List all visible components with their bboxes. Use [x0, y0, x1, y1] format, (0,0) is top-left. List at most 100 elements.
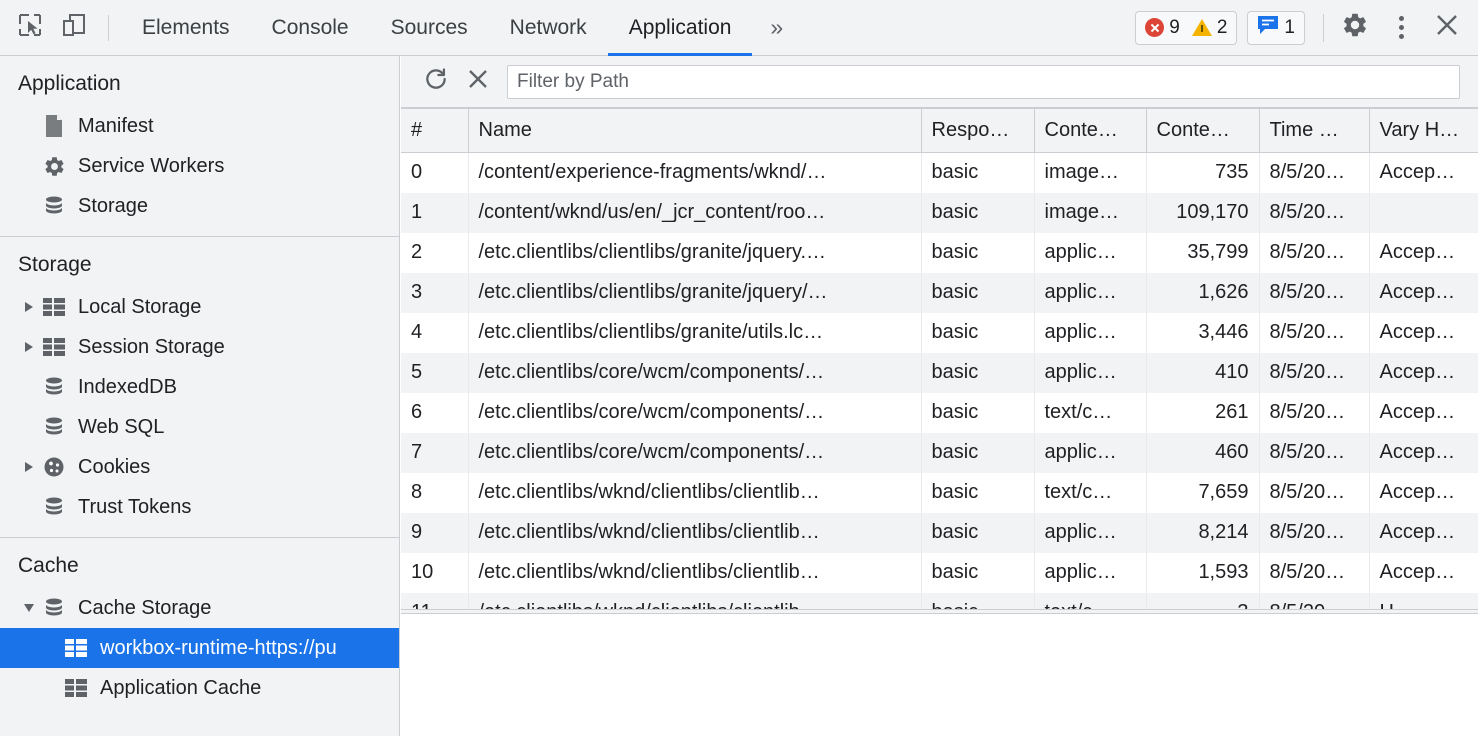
cell-resp: basic	[921, 272, 1035, 313]
cell-vary: Accep…	[1369, 312, 1478, 353]
sidebar-item-local-storage[interactable]: Local Storage	[0, 287, 399, 327]
expand-arrow-icon[interactable]	[18, 462, 40, 472]
warning-counter[interactable]: 2	[1191, 17, 1228, 38]
table-row[interactable]: 2/etc.clientlibs/clientlibs/granite/jque…	[401, 232, 1478, 273]
table-row[interactable]: 7/etc.clientlibs/core/wcm/components/…ba…	[401, 432, 1478, 473]
toolbar-divider	[108, 14, 109, 41]
table-row[interactable]: 4/etc.clientlibs/clientlibs/granite/util…	[401, 312, 1478, 353]
sidebar-item-application-cache[interactable]: Application Cache	[0, 668, 399, 708]
cell-vary: H…	[1369, 592, 1478, 609]
device-toolbar-button[interactable]	[52, 6, 96, 50]
sidebar-item-indexeddb[interactable]: IndexedDB	[0, 367, 399, 407]
column-header-name[interactable]: Name	[468, 108, 922, 153]
sidebar-item-cookies-label: Cookies	[78, 455, 151, 478]
filter-by-path-input[interactable]	[507, 64, 1460, 99]
cell-vary: Accep…	[1369, 512, 1478, 553]
cell-vary: Accep…	[1369, 352, 1478, 393]
more-options-button[interactable]	[1378, 5, 1424, 51]
cell-vary: Accep…	[1369, 152, 1478, 193]
delete-cache-entry-button[interactable]	[457, 61, 499, 103]
error-counter[interactable]: 9	[1145, 18, 1180, 37]
column-header-content-type[interactable]: Conte…	[1034, 108, 1147, 153]
sidebar-item-workbox-runtime-cache[interactable]: workbox-runtime-https://pu	[0, 628, 399, 668]
cell-time: 8/5/20…	[1259, 232, 1370, 273]
column-header-response-type[interactable]: Respo…	[921, 108, 1035, 153]
settings-button[interactable]	[1332, 5, 1378, 51]
sidebar-item-web-sql[interactable]: Web SQL	[0, 407, 399, 447]
grid-preview-splitter[interactable]	[401, 609, 1478, 614]
cell-idx: 4	[401, 312, 469, 353]
expand-arrow-icon[interactable]	[18, 342, 40, 352]
table-row[interactable]: 9/etc.clientlibs/wknd/clientlibs/clientl…	[401, 512, 1478, 553]
gear-icon	[40, 155, 68, 178]
issue-counters[interactable]: 9 2	[1135, 10, 1238, 45]
table-grid-icon	[62, 639, 90, 657]
tab-application[interactable]: Application	[607, 0, 753, 56]
cell-ct: applic…	[1034, 512, 1147, 553]
cell-time: 8/5/20…	[1259, 432, 1370, 473]
sidebar-item-cookies[interactable]: Cookies	[0, 447, 399, 487]
tab-network[interactable]: Network	[489, 0, 608, 56]
column-header-content-length[interactable]: Conte…	[1146, 108, 1260, 153]
table-grid-icon	[40, 338, 68, 356]
table-row[interactable]: 3/etc.clientlibs/clientlibs/granite/jque…	[401, 272, 1478, 313]
table-grid-icon	[40, 298, 68, 316]
sidebar-item-session-storage[interactable]: Session Storage	[0, 327, 399, 367]
cell-time: 8/5/20…	[1259, 512, 1370, 553]
cache-entries-grid-wrapper: # Name Respo… Conte… Conte… Time … Vary …	[401, 108, 1478, 736]
error-icon	[1145, 18, 1165, 37]
table-row[interactable]: 0/content/experience-fragments/wknd/…bas…	[401, 152, 1478, 193]
cell-ct: text/c…	[1034, 592, 1147, 609]
sidebar-item-local-storage-label: Local Storage	[78, 295, 202, 318]
sidebar-item-cache-storage[interactable]: Cache Storage	[0, 588, 399, 628]
cell-cl: 109,170	[1146, 192, 1260, 233]
table-row[interactable]: 8/etc.clientlibs/wknd/clientlibs/clientl…	[401, 472, 1478, 513]
sidebar-item-trust-tokens[interactable]: Trust Tokens	[0, 487, 399, 527]
refresh-cache-button[interactable]	[415, 61, 457, 103]
tab-network-label: Network	[509, 15, 587, 39]
tab-elements[interactable]: Elements	[121, 0, 251, 56]
cell-name: /etc.clientlibs/wknd/clientlibs/clientli…	[468, 592, 922, 609]
sidebar-item-storage-label: Storage	[78, 194, 149, 217]
column-header-vary-header[interactable]: Vary H…	[1369, 108, 1478, 153]
issues-counter[interactable]: 1	[1247, 10, 1305, 45]
cell-ct: applic…	[1034, 352, 1147, 393]
cell-resp: basic	[921, 312, 1035, 353]
close-devtools-button[interactable]	[1424, 5, 1470, 51]
column-header-index[interactable]: #	[401, 108, 469, 153]
column-header-time-cached[interactable]: Time …	[1259, 108, 1370, 153]
cell-resp: basic	[921, 472, 1035, 513]
cell-idx: 6	[401, 392, 469, 433]
cell-name: /etc.clientlibs/core/wcm/components/…	[468, 392, 922, 433]
table-row[interactable]: 5/etc.clientlibs/core/wcm/components/…ba…	[401, 352, 1478, 393]
tab-console[interactable]: Console	[251, 0, 370, 56]
table-row[interactable]: 1/content/wknd/us/en/_jcr_content/roo…ba…	[401, 192, 1478, 233]
expand-arrow-icon[interactable]	[18, 302, 40, 312]
table-row[interactable]: 6/etc.clientlibs/core/wcm/components/…ba…	[401, 392, 1478, 433]
inspect-element-button[interactable]	[8, 6, 52, 50]
sidebar-item-manifest[interactable]: Manifest	[0, 106, 399, 146]
cell-cl: 1,626	[1146, 272, 1260, 313]
cell-resp: basic	[921, 592, 1035, 609]
tab-sources[interactable]: Sources	[370, 0, 489, 56]
sidebar-item-session-storage-label: Session Storage	[78, 335, 225, 358]
error-count: 9	[1169, 17, 1180, 38]
table-row[interactable]: 11/etc.clientlibs/wknd/clientlibs/client…	[401, 592, 1478, 609]
cell-idx: 5	[401, 352, 469, 393]
message-counter[interactable]: 1	[1257, 15, 1295, 40]
cell-time: 8/5/20…	[1259, 272, 1370, 313]
chevron-double-right-icon: »	[770, 14, 784, 40]
tab-console-label: Console	[271, 15, 349, 39]
collapse-arrow-icon[interactable]	[18, 604, 40, 612]
sidebar-item-service-workers[interactable]: Service Workers	[0, 146, 399, 186]
cache-entries-scroll[interactable]: # Name Respo… Conte… Conte… Time … Vary …	[401, 108, 1478, 609]
table-row[interactable]: 10/etc.clientlibs/wknd/clientlibs/client…	[401, 552, 1478, 593]
cell-name: /content/experience-fragments/wknd/…	[468, 152, 922, 193]
sidebar-item-storage[interactable]: Storage	[0, 186, 399, 226]
cell-ct: applic…	[1034, 312, 1147, 353]
warning-count: 2	[1216, 17, 1228, 38]
manifest-document-icon	[40, 114, 68, 138]
sidebar-section-title-storage: Storage	[18, 253, 92, 276]
cell-resp: basic	[921, 192, 1035, 233]
more-tabs-button[interactable]: »	[752, 0, 801, 56]
